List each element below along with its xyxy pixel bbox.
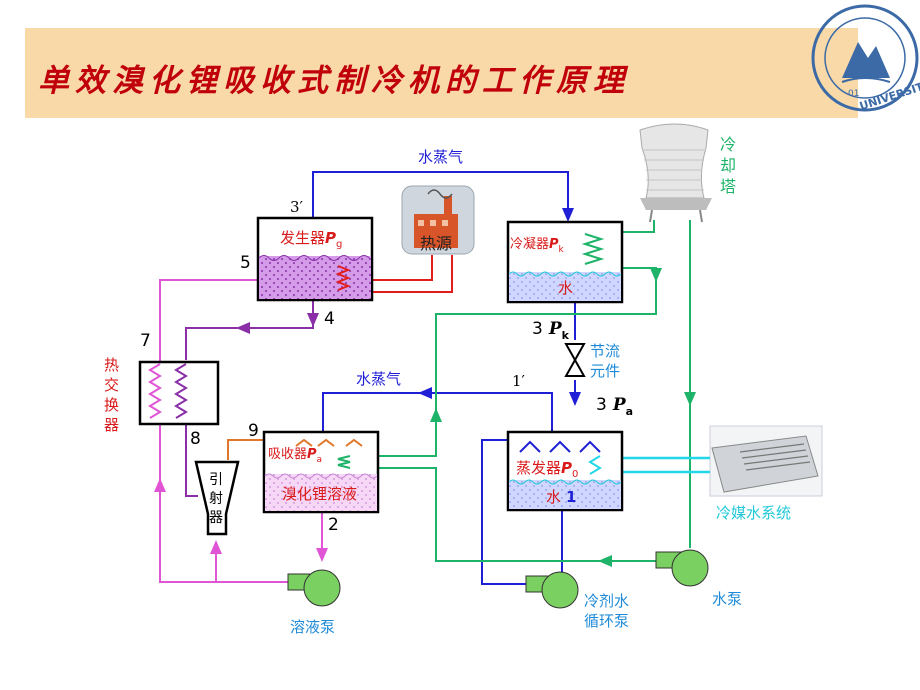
vapor-pipes [312,171,581,590]
generator-label: 发生器Pg [280,229,342,250]
point-3-prime: 3′ [290,198,304,216]
absorber-cooling-coil [337,455,351,469]
evaporator-water [509,480,621,509]
ejector-label-1: 引 [209,472,223,488]
title-banner [25,28,858,118]
evaporator-coil [588,455,602,475]
condenser-coil [581,233,605,265]
heat-exchanger-label-1: 热 [104,356,119,374]
heat-source-label: 热源 [420,234,452,253]
vapor-label-mid: 水蒸气 [356,370,401,388]
point-7: 7 [140,331,151,351]
throttle-label-2: 元件 [590,362,620,380]
point-9: 9 [248,421,259,441]
evaporator-number: 1 [566,488,576,506]
heat-source-icon [401,185,475,255]
condenser-water-label: 水 [558,279,573,297]
solution-pipes [154,279,328,583]
refrigerant-pump-label-1: 冷剂水 [584,592,629,610]
evaporator-spray-nozzles [519,440,601,453]
svg-text:01: 01 [848,89,859,99]
solution-pump-icon [287,569,341,607]
heat-exchanger-label-3: 换 [104,396,119,414]
generator-solution [259,256,371,299]
point-1-prime: 1′ [512,372,526,390]
cooling-tower-label-3: 塔 [720,177,736,196]
absorber-label: 吸收器Pa [268,447,322,465]
cooling-tower-label-1: 冷 [720,135,736,154]
generator-heating-coil [335,265,351,291]
absorber-spray-nozzles [295,438,363,447]
university-logo: 01 UNIVERSITY [811,4,920,113]
throttle-label-1: 节流 [590,342,620,360]
throttle-valve-icon [564,343,586,377]
absorber-solution [265,474,377,511]
chilled-water-system-label: 冷媒水系统 [716,504,791,522]
point-4: 4 [324,309,335,329]
condenser-water [509,272,621,301]
point-5: 5 [240,253,251,273]
cooling-tower-label-2: 却 [720,156,736,175]
logo-text: UNIVERSITY [858,77,920,113]
point-8: 8 [190,429,201,449]
point-2: 2 [328,515,339,535]
page-title: 单效溴化锂吸收式制冷机的工作原理 [38,63,630,99]
water-pump-label: 水泵 [712,590,742,608]
ejector-label-2: 射 [209,491,223,507]
heat-exchanger-label-2: 交 [104,376,119,394]
solution-pump-label: 溶液泵 [290,618,335,636]
heat-source-pipes [350,255,453,293]
condenser-label: 冷凝器Pk [510,236,565,255]
heat-exchanger-label-4: 器 [104,416,119,434]
evaporator-water-label: 水 [546,488,561,506]
strong-solution-pipes [185,300,319,497]
water-pump-icon [655,549,709,587]
fan-coil-unit-icon [709,425,823,497]
ejector-vessel [194,460,240,536]
refrigerant-pump-icon [525,571,579,609]
solution-label: 溴化锂溶液 [282,485,357,503]
ejector-label-3: 器 [209,510,223,526]
cooling-tower [639,123,712,223]
refrigerant-pump-label-2: 循环泵 [584,612,629,630]
vapor-label-top: 水蒸气 [418,148,463,166]
evaporator-label: 蒸发器P0 [516,459,578,480]
